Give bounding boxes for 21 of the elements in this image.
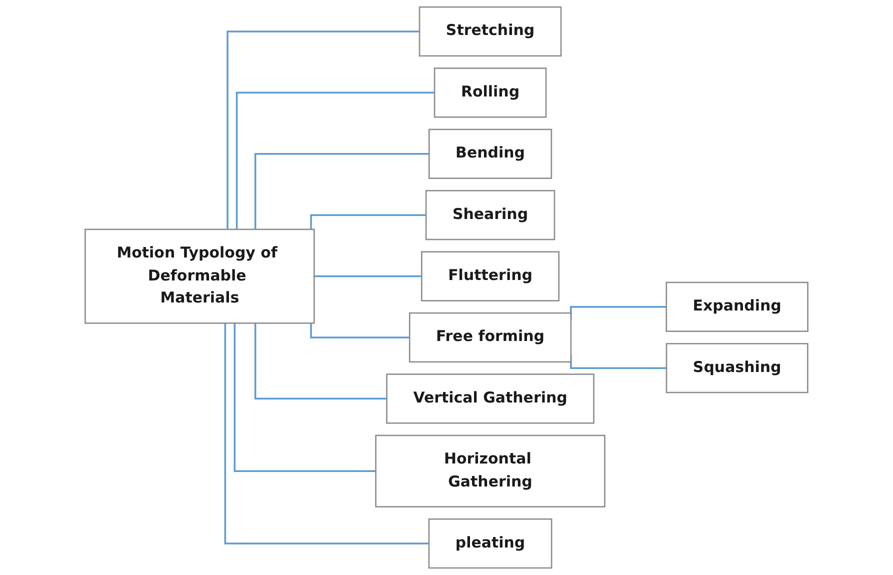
node-box: Rolling: [434, 68, 547, 118]
connector: [226, 30, 420, 230]
node-box: Vertical Gathering: [386, 374, 594, 424]
node-box: Stretching: [418, 6, 562, 57]
node-box: Free forming: [408, 312, 572, 363]
connector: [254, 323, 387, 400]
node-box: Expanding: [666, 282, 808, 332]
node-box: Squashing: [666, 342, 808, 394]
connector: [224, 323, 429, 544]
connector: [310, 214, 426, 230]
node-box: Fluttering: [421, 251, 560, 302]
node-box: Motion Typology of Deformable Materials: [84, 228, 315, 324]
connector: [313, 275, 422, 278]
node-box: Bending: [428, 128, 552, 179]
connector: [254, 153, 430, 230]
node-box: Horizontal Gathering: [375, 434, 606, 508]
node-box: Shearing: [425, 190, 556, 240]
connector: [236, 92, 435, 230]
node-box: pleating: [428, 518, 552, 569]
connector: [310, 323, 410, 338]
connector: [234, 323, 376, 472]
